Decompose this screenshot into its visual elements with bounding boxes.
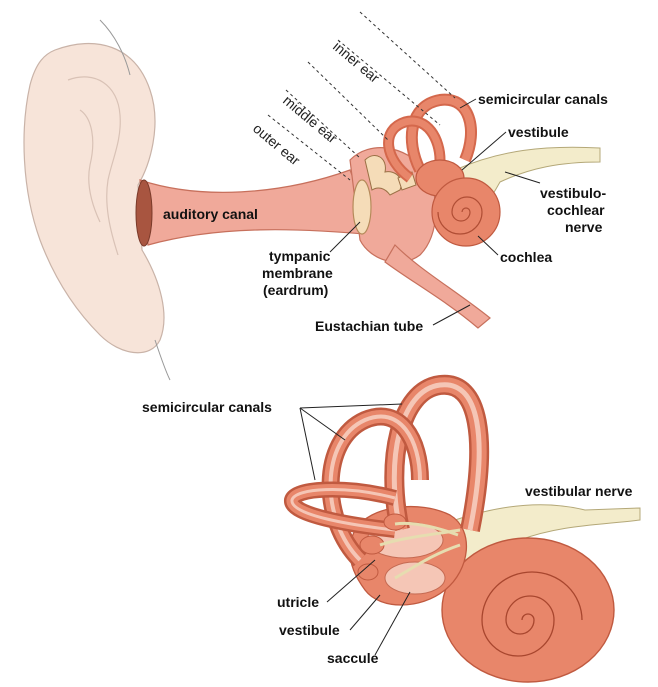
top-ear-diagram: inner ear middle ear outer ear semicircu… [24,12,608,380]
label-tympanic-membrane-2: membrane [262,265,333,281]
label-tympanic-membrane-3: (eardrum) [263,282,328,298]
region-label-outer-ear: outer ear [250,120,303,168]
label-semicircular-canals-bottom: semicircular canals [142,399,272,415]
label-tympanic-membrane-1: tympanic [269,248,331,264]
eustachian-tube-shape [385,245,490,328]
label-cochlea-top: cochlea [500,249,552,265]
top-cochlea [432,178,500,246]
label-utricle: utricle [277,594,319,610]
label-saccule: saccule [327,650,379,666]
label-auditory-canal: auditory canal [163,206,258,222]
label-eustachian-tube: Eustachian tube [315,318,423,334]
label-vestibulo-cochlear-nerve-1: vestibulo- [540,185,606,201]
region-label-middle-ear: middle ear [280,92,341,146]
label-vestibulo-cochlear-nerve-3: nerve [565,219,603,235]
label-vestibular-nerve: vestibular nerve [525,483,633,499]
canal-opening [136,180,152,246]
label-vestibule-top: vestibule [508,124,569,140]
region-label-inner-ear: inner ear [330,38,383,86]
label-semicircular-canals-top: semicircular canals [478,91,608,107]
label-vestibulo-cochlear-nerve-2: cochlear [547,202,605,218]
bottom-cochlea [442,538,614,682]
pinna-neck-line [155,340,170,380]
label-vestibule-bottom: vestibule [279,622,340,638]
bottom-inner-ear-diagram: semicircular canals vestibular nerve utr… [142,385,640,682]
